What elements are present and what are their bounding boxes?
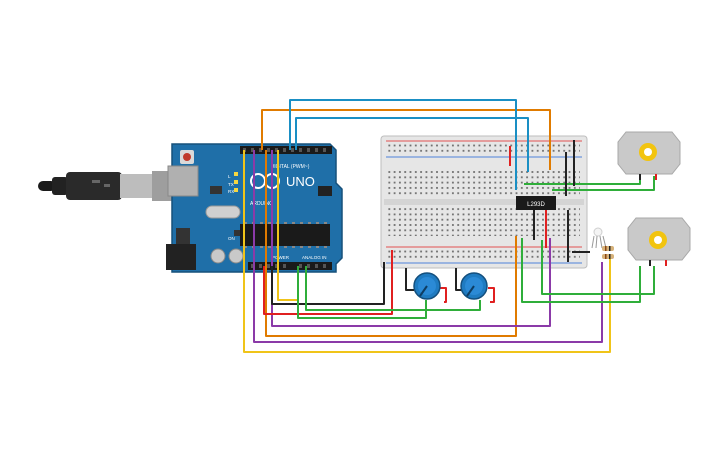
wire-black-pot2[interactable]: [455, 268, 462, 291]
wire-blue-short[interactable]: [295, 117, 529, 172]
wire-green-motor1b[interactable]: [552, 176, 655, 191]
atmega-chip: [240, 224, 330, 246]
uno-logo-text: UNO: [286, 174, 315, 189]
wire-blue-top[interactable]: [289, 99, 517, 190]
power-header-label: POWER: [272, 255, 290, 260]
l-label: L: [228, 174, 231, 179]
potentiometer-2[interactable]: [460, 272, 488, 300]
resistor-2[interactable]: [602, 254, 614, 259]
rx-label: RX: [228, 189, 234, 194]
rgb-led[interactable]: [591, 227, 607, 249]
wire-green-motor2b[interactable]: [541, 240, 655, 295]
wire-red-pot2[interactable]: [488, 287, 495, 303]
on-label: ON: [228, 236, 235, 241]
l293d-chip[interactable]: [516, 196, 556, 210]
wire-yellow-short[interactable]: [277, 150, 298, 301]
wire-yellow-bottom[interactable]: [243, 150, 611, 353]
wire-orange-top[interactable]: [261, 109, 551, 170]
dc-motor-2[interactable]: [627, 217, 691, 266]
l293d-label: L293D: [527, 202, 545, 208]
wire-green-a1[interactable]: [305, 266, 481, 311]
wire-purple-mid[interactable]: [271, 150, 551, 327]
wire-black-gnd[interactable]: [271, 262, 385, 305]
breadboard[interactable]: L293D: [380, 135, 588, 269]
wire-green-motor2a[interactable]: [521, 238, 641, 303]
wire-red-pot1[interactable]: [440, 287, 447, 303]
usb-cable-icon[interactable]: [38, 171, 172, 201]
wire-red-5v[interactable]: [263, 250, 393, 315]
tx-label: TX: [228, 182, 234, 187]
digital-header-label: DIGITAL (PWM~): [271, 164, 310, 170]
analog-header-label: ANALOG IN: [302, 255, 327, 260]
dc-motor-1[interactable]: [617, 131, 681, 180]
resistor-1[interactable]: [602, 246, 614, 251]
wire-orange-bottom[interactable]: [265, 150, 517, 337]
arduino-brand-text: ARDUINO: [250, 201, 273, 207]
arduino-uno-board[interactable]: DIGITAL (PWM~) UNO ARDUINO TX RX L ON: [166, 143, 343, 273]
wire-black-pot1[interactable]: [405, 268, 414, 291]
potentiometer-1[interactable]: [413, 272, 441, 300]
